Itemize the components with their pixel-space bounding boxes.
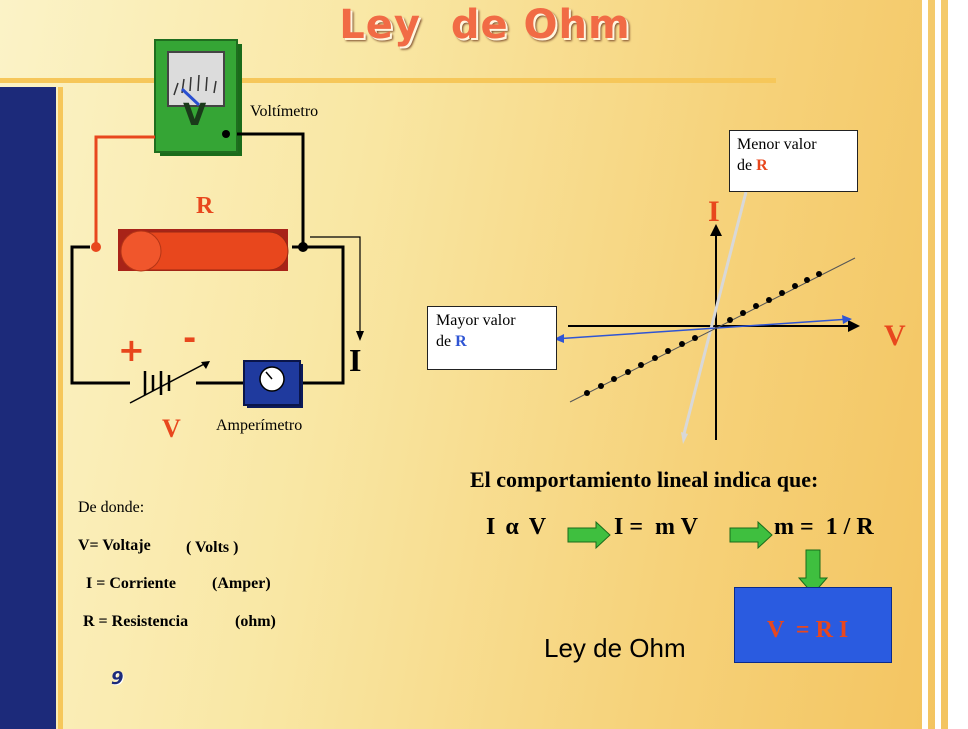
less-r-line bbox=[682, 191, 748, 435]
def-voltage: V= Voltaje bbox=[78, 537, 151, 554]
left-navy-bar bbox=[0, 87, 56, 729]
right-stripe-1 bbox=[922, 0, 928, 729]
more-r-text-1: Mayor valor bbox=[436, 312, 516, 329]
def-current-unit: (Amper) bbox=[212, 575, 271, 592]
proportional-relation: I α V bbox=[486, 514, 546, 541]
voltage-label: V bbox=[162, 414, 181, 443]
wire-black-right bbox=[237, 132, 305, 247]
more-r-text-2: de R bbox=[436, 333, 467, 351]
definitions-heading: De donde: bbox=[78, 499, 145, 516]
equation-slope: m = 1 / R bbox=[774, 514, 874, 540]
less-r-box: Menor valor de R bbox=[729, 130, 858, 192]
green-arrows bbox=[567, 520, 829, 595]
law-label: Ley de Ohm bbox=[544, 633, 686, 663]
slide-title: Ley de Ohm bbox=[339, 2, 631, 48]
less-r-symbol: R bbox=[756, 157, 768, 174]
def-voltage-unit: ( Volts ) bbox=[186, 539, 239, 556]
left-accent-line bbox=[58, 87, 63, 729]
ohm-law-box: V = R I bbox=[734, 587, 892, 663]
iv-graph bbox=[553, 188, 860, 444]
voltmeter-letter: V bbox=[183, 98, 207, 133]
more-r-line bbox=[553, 318, 851, 340]
voltmeter-needle bbox=[180, 87, 201, 107]
top-accent-line bbox=[0, 78, 776, 83]
ammeter-label: Amperímetro bbox=[216, 417, 303, 434]
current-arrow bbox=[310, 236, 361, 335]
arrow-right-2 bbox=[729, 520, 773, 550]
wire-loop bbox=[70, 245, 345, 385]
prop-right: V bbox=[528, 514, 547, 540]
more-r-box: Mayor valor de R bbox=[427, 306, 557, 370]
current-label: I bbox=[349, 342, 362, 378]
data-points bbox=[584, 271, 822, 396]
right-white-edge bbox=[948, 0, 968, 729]
less-r-prefix: de bbox=[737, 157, 757, 174]
more-r-symbol: R bbox=[455, 333, 467, 350]
equation-im: I = m V bbox=[614, 514, 698, 540]
voltmeter-label: Voltímetro bbox=[250, 103, 319, 120]
linear-statement: El comportamiento lineal indica que: bbox=[470, 467, 819, 492]
arrow-right-1 bbox=[567, 520, 611, 550]
voltmeter-dial bbox=[167, 51, 225, 107]
def-current: I = Corriente bbox=[86, 575, 176, 592]
page-number: 9 bbox=[111, 668, 124, 689]
graph-x-label: V bbox=[884, 319, 906, 352]
battery-minus: - bbox=[183, 319, 197, 357]
battery-plus: + bbox=[118, 331, 145, 369]
wire-red bbox=[94, 135, 155, 247]
right-stripe-2 bbox=[935, 0, 941, 729]
resistor-label: R bbox=[196, 193, 214, 219]
def-resistance: R = Resistencia bbox=[83, 613, 189, 630]
more-r-prefix: de bbox=[436, 333, 456, 350]
less-r-text-2: de R bbox=[737, 157, 768, 175]
variable-arrow bbox=[129, 361, 209, 404]
arrow-down bbox=[797, 549, 829, 595]
prop-left: I bbox=[486, 514, 496, 540]
less-r-text-1: Menor valor bbox=[737, 136, 817, 153]
prop-symbol: α bbox=[505, 514, 519, 540]
circuit-diagram bbox=[70, 39, 364, 408]
ohm-law-formula: V = R I bbox=[767, 617, 849, 643]
def-resistance-unit: (ohm) bbox=[235, 613, 276, 630]
graph-y-label: I bbox=[708, 195, 720, 228]
